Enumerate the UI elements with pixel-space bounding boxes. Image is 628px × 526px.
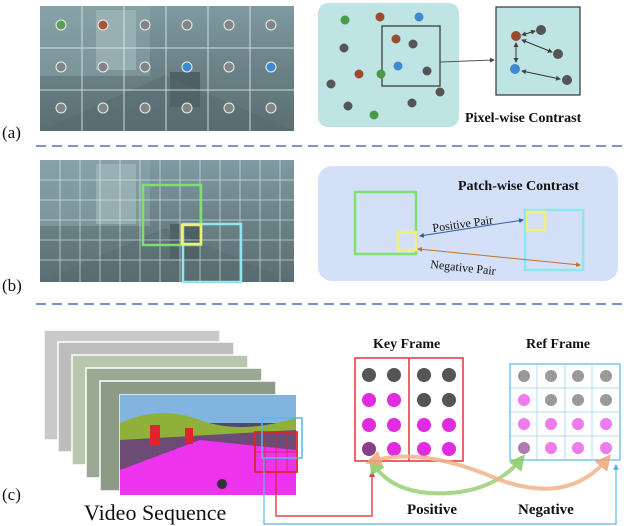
panel-b-tag: (b) [2,276,22,295]
green-patch-embedding [353,190,418,256]
green-patch [141,183,203,247]
panel-a: (a) [2,3,582,142]
grid-pixels [55,19,277,114]
ref-frame-link [263,458,619,525]
negative-pair-label: Negative Pair [430,257,497,278]
positive-arrow [369,454,525,496]
image-grid-fine [40,160,294,282]
negative-label: Negative [518,502,574,518]
cyan-patch-embedding [523,208,585,272]
patch-embedding-box: Patch-wise Contrast Positive Pair Negati… [318,166,618,281]
video-sequence-label: Video Sequence [84,500,226,525]
key-frame-patch-grid [254,417,303,473]
key-frame-segmentation [119,394,297,496]
key-frame-grid [354,357,464,462]
key-frame-label: Key Frame [373,337,440,352]
cyan-patch [181,222,243,284]
key-frame-link [275,470,375,517]
pixel-embedding-box [318,3,459,127]
ref-frame-grid [509,363,621,461]
ref-frame-label: Ref Frame [526,337,590,352]
negative-arrow [365,450,612,491]
panel-c: (c) [2,329,621,525]
pixel-contrast-caption: Pixel-wise Contrast [465,111,582,126]
patch-contrast-caption: Patch-wise Contrast [458,179,579,194]
pixel-zoom-box [495,6,581,96]
positive-pair-arrow [419,218,524,238]
video-frame-stack [43,329,303,496]
yellow-patch-embedding-1 [396,230,418,252]
panel-c-tag: (c) [2,485,21,504]
yellow-patch [180,223,203,246]
panel-b: (b) Patch-wise Cont [2,160,618,295]
yellow-patch-embedding-2 [525,210,547,232]
negative-pair-arrow [417,246,581,268]
street-image-a [40,6,294,131]
panel-a-tag: (a) [2,123,21,142]
street-image-b [40,160,294,284]
zoom-arrow [439,57,495,63]
positive-label: Positive [407,502,457,518]
image-grid [40,6,294,131]
